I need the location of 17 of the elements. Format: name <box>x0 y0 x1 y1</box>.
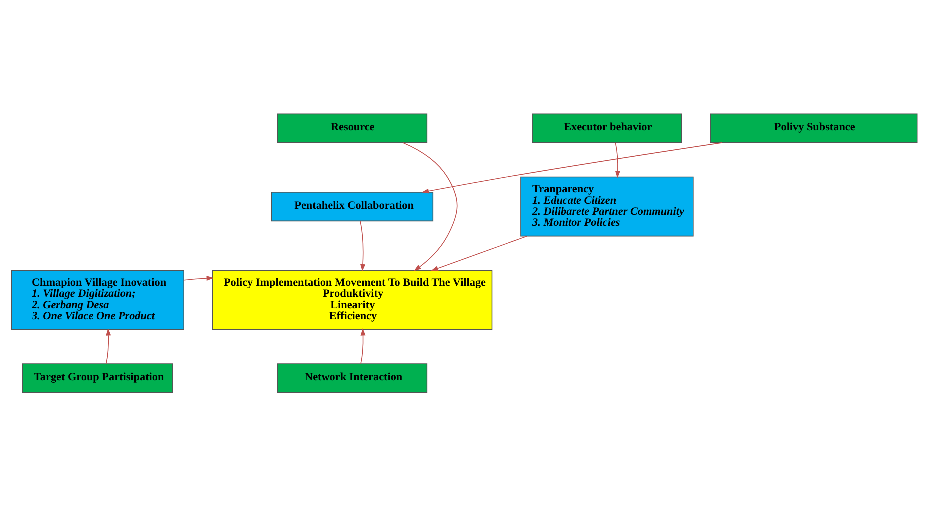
node-box: Policy Implementation Movement To Build The Village Produktivity Linearity Efficiency <box>212 270 493 330</box>
arrow <box>402 142 458 272</box>
node-box: Chmapion Village Inovation 1. Village Digitization; 2. Gerbang Desa 3. One Vilace One Product <box>11 270 184 330</box>
node-box: Network Interaction <box>278 364 428 394</box>
arrow <box>422 142 722 194</box>
arrow <box>615 142 620 178</box>
node-box: Executor behavior <box>532 114 682 144</box>
arrow <box>106 328 112 364</box>
arrow <box>431 236 528 272</box>
node-box: Resource <box>278 114 428 144</box>
node-box: Target Group Partisipation <box>22 364 174 394</box>
arrow <box>360 221 366 272</box>
node-box: Pentahelix Collaboration <box>272 192 434 222</box>
node-box: Tranparency 1. Educate Citizen 2. Dilibarete Partner Community 3. Monitor Policies <box>520 176 694 237</box>
arrow <box>360 328 366 364</box>
node-box: Polivy Substance <box>710 114 918 144</box>
arrow <box>184 276 214 282</box>
